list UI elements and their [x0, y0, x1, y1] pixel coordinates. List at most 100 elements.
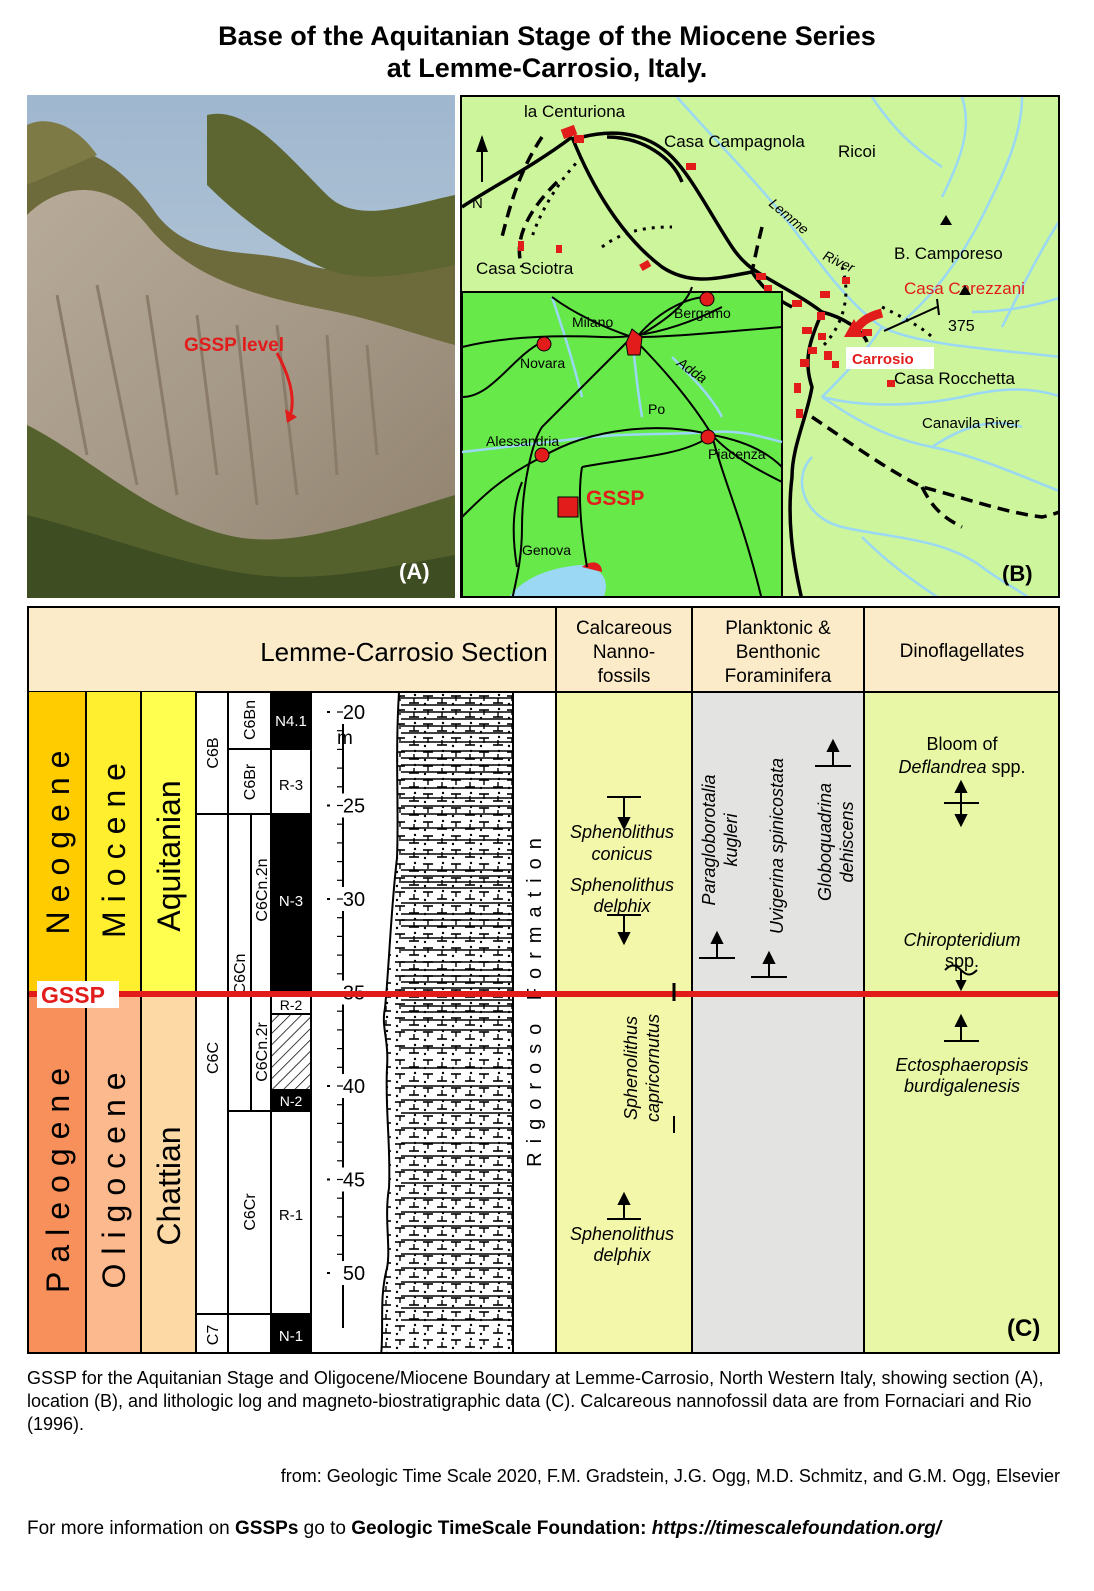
- epoch-oligocene: Oligocene: [96, 1063, 132, 1288]
- nanno-delphix-base-2: delphix: [593, 1245, 651, 1265]
- depth-label: 30: [343, 889, 365, 911]
- place-elevation: 375: [948, 318, 975, 335]
- source-citation: from: Geologic Time Scale 2020, F.M. Gra…: [280, 1466, 1060, 1486]
- panel-letter-b: (B): [1002, 561, 1033, 586]
- buildings: [518, 124, 895, 418]
- inset-map: Milano Bergamo Novara Adda Po Alessandri…: [462, 286, 783, 596]
- place-casa-rocchetta: Casa Rocchetta: [894, 369, 1015, 388]
- stage-aquitanian: Aquitanian: [151, 780, 187, 931]
- zone-n1: N-1: [279, 1328, 303, 1345]
- header-foram-3: Foraminifera: [725, 666, 832, 687]
- footer-gssps: GSSPs: [235, 1518, 299, 1539]
- nanno-delphix-top-2: delphix: [593, 896, 651, 916]
- chron-c6b: C6B: [205, 737, 222, 768]
- gssp-label: GSSP: [41, 982, 105, 1008]
- litho-bedding: [401, 697, 513, 1321]
- outcrop-photo: GSSP level (A): [27, 95, 455, 598]
- polarity-column: [270, 691, 312, 1352]
- foram-dehiscens-1: Globoquadrina: [815, 783, 835, 901]
- inset-alessandria: Alessandria: [486, 433, 559, 449]
- north-label: N: [472, 195, 483, 212]
- inset-gssp: GSSP: [586, 487, 644, 510]
- chron-c6cn2n: C6Cn.2n: [254, 858, 271, 921]
- nanno-capricornutus-1: Sphenolithus: [621, 1016, 641, 1120]
- place-carrosio: Carrosio: [852, 351, 914, 368]
- panel-letter-c: (C): [1007, 1315, 1040, 1342]
- zone-r3: R-3: [279, 777, 303, 794]
- outcrop-illustration: GSSP level (A): [27, 95, 455, 598]
- depth-label: 25: [343, 796, 365, 818]
- place-la-centuriona: la Centuriona: [524, 102, 626, 121]
- chron-c6cr: C6Cr: [242, 1193, 259, 1231]
- foram-kugleri-2: kugleri: [721, 812, 741, 866]
- chron-c6cn: C6Cn: [232, 954, 249, 995]
- header-nanno-3: fossils: [598, 666, 651, 687]
- nanno-conicus-2: conicus: [591, 844, 652, 864]
- footer-more-info: For more information on GSSPs go to Geol…: [27, 1518, 1067, 1540]
- stage-chattian: Chattian: [151, 1126, 187, 1245]
- inset-novara: Novara: [520, 355, 565, 371]
- dino-bloom-1: Bloom of: [926, 734, 998, 754]
- footer-url-link[interactable]: https://timescalefoundation.org/: [651, 1518, 941, 1539]
- foram-dehiscens-2: dehiscens: [837, 801, 857, 882]
- chron-c6c: C6C: [205, 1042, 222, 1074]
- dino-bloom-spp: spp.: [987, 757, 1026, 777]
- location-map-drawing: N: [462, 97, 1058, 596]
- location-map: N: [460, 95, 1060, 598]
- lithology-log: [380, 691, 514, 1352]
- inset-po: Po: [648, 401, 665, 417]
- rivers: [676, 97, 1058, 596]
- zone-r1: R-1: [279, 1207, 303, 1224]
- page-title-line-1: Base of the Aquitanian Stage of the Mioc…: [218, 21, 876, 51]
- depth-label: 50: [343, 1263, 365, 1285]
- nanno-conicus-1: Sphenolithus: [570, 822, 674, 842]
- place-b-camporeso: B. Camporeso: [894, 244, 1003, 263]
- inset-milano: Milano: [572, 314, 613, 330]
- inset-piacenza: Piacenza: [708, 446, 766, 462]
- header-foram-1: Planktonic &: [725, 618, 831, 639]
- stratigraphic-section: Lemme-Carrosio Section Calcareous Nanno-…: [29, 608, 1058, 1352]
- figure-caption: GSSP for the Aquitanian Stage and Oligoc…: [27, 1368, 1044, 1434]
- dino-chiro-1: Chiropteridium: [903, 930, 1020, 950]
- dino-ecto-2: burdigalenesis: [904, 1076, 1020, 1096]
- chron-c6br: C6Br: [242, 763, 259, 800]
- depth-label: 20: [343, 702, 365, 724]
- depth-label-bg: [330, 1261, 378, 1285]
- period-paleogene: Paleogene: [40, 1059, 76, 1293]
- place-casa-sciotra: Casa Sciotra: [476, 259, 574, 278]
- formation-label: Rigoroso Formation: [524, 829, 546, 1167]
- dino-ecto-1: Ectosphaeropsis: [895, 1055, 1028, 1075]
- zone-n3: N-3: [279, 893, 303, 910]
- footer-middle: go to: [298, 1518, 352, 1539]
- header-nanno-2: Nanno-: [593, 642, 655, 663]
- depth-label: 45: [343, 1170, 365, 1192]
- depth-unit: m: [337, 728, 353, 749]
- gssp-level-label: GSSP level: [184, 335, 284, 356]
- foram-events: [699, 738, 851, 978]
- epoch-miocene: Miocene: [96, 754, 132, 938]
- footpaths: [530, 155, 934, 349]
- foram-uvigerina: Uvigerina spinicostata: [767, 758, 787, 934]
- footer-prefix: For more information on: [27, 1518, 236, 1539]
- inset-bergamo: Bergamo: [674, 305, 731, 321]
- inset-genova: Genova: [522, 542, 571, 558]
- dino-bloom-2: Deflandrea spp.: [898, 757, 1025, 777]
- section-title: Lemme-Carrosio Section: [260, 637, 548, 667]
- footer-foundation: Geologic TimeScale Foundation:: [351, 1518, 647, 1539]
- tracks: [500, 136, 1058, 529]
- depth-label: 40: [343, 1076, 365, 1098]
- zone-n2: N-2: [280, 1093, 303, 1109]
- dino-chiro-2: spp.: [945, 951, 979, 971]
- header-dino: Dinoflagellates: [900, 641, 1025, 662]
- nanno-delphix-top-1: Sphenolithus: [570, 875, 674, 895]
- dino-bloom-genus: Deflandrea: [898, 757, 986, 777]
- foram-kugleri-1: Paragloborotalia: [699, 774, 719, 905]
- zone-r2: R-2: [280, 997, 303, 1013]
- header-nanno-1: Calcareous: [576, 618, 672, 639]
- chron-c6cn2r: C6Cn.2r: [254, 1022, 271, 1082]
- header-foram-2: Benthonic: [736, 642, 821, 663]
- nanno-delphix-base-1: Sphenolithus: [570, 1224, 674, 1244]
- dino-events: [944, 779, 979, 1042]
- place-ricoi: Ricoi: [838, 142, 876, 161]
- place-canavila-river: Canavila River: [922, 415, 1020, 432]
